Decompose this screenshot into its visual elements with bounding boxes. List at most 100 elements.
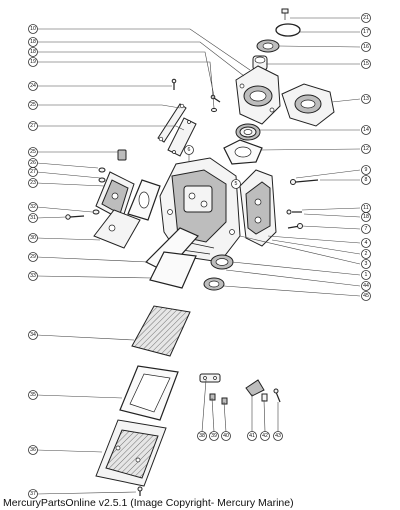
callout-5[interactable]: 5: [231, 179, 241, 189]
callout-9[interactable]: 9: [361, 165, 371, 175]
leader-lines: [36, 17, 361, 495]
svg-text:14: 14: [363, 127, 369, 133]
callout-16[interactable]: 16: [361, 42, 371, 52]
svg-text:12: 12: [363, 146, 369, 152]
callout-32[interactable]: 32: [28, 202, 38, 212]
svg-text:36: 36: [30, 447, 36, 453]
screw-part-24b: [171, 78, 177, 90]
callout-26[interactable]: 26: [28, 158, 38, 168]
callout-33[interactable]: 33: [28, 271, 38, 281]
svg-text:27: 27: [30, 169, 36, 175]
screw-part-7: [287, 223, 303, 229]
plate-frame-part-35: [119, 365, 179, 421]
svg-text:15: 15: [363, 61, 369, 67]
callout-36[interactable]: 36: [28, 445, 38, 455]
svg-text:8: 8: [365, 177, 368, 183]
svg-text:18: 18: [30, 39, 36, 45]
bearing-housing-part: [235, 65, 281, 125]
callout-41[interactable]: 41: [247, 431, 257, 441]
callout-3[interactable]: 3: [361, 259, 371, 269]
svg-text:10: 10: [30, 26, 36, 32]
plate-part-30: [93, 209, 141, 249]
washer-part-26: [98, 167, 106, 183]
svg-text:27: 27: [30, 123, 36, 129]
callout-45[interactable]: 45: [361, 291, 371, 301]
screw-part-11: [286, 209, 302, 215]
svg-text:21: 21: [363, 15, 369, 21]
svg-text:3: 3: [365, 261, 368, 267]
callout-37[interactable]: 37: [28, 489, 38, 499]
callout-42[interactable]: 42: [260, 431, 270, 441]
callout-40[interactable]: 40: [221, 431, 231, 441]
cover-plate-part-27: [167, 117, 197, 157]
callout-44[interactable]: 44: [361, 281, 371, 291]
callout-39[interactable]: 39: [209, 431, 219, 441]
callout-27b[interactable]: 27: [28, 167, 38, 177]
screw-part-9: [290, 179, 319, 185]
callout-7[interactable]: 7: [361, 224, 371, 234]
screw-part-21: [281, 8, 289, 20]
callout-10[interactable]: 10: [28, 24, 38, 34]
bracket-part-38: [199, 373, 221, 383]
svg-text:25: 25: [30, 149, 36, 155]
svg-text:41: 41: [249, 433, 255, 439]
pump-housing-part-13: [281, 83, 335, 127]
diaphragm-cover-part: [95, 171, 135, 221]
svg-text:33: 33: [30, 273, 36, 279]
svg-text:13: 13: [363, 96, 369, 102]
callout-27[interactable]: 27: [28, 121, 38, 131]
washer-part-32: [92, 209, 100, 215]
svg-text:24: 24: [30, 83, 36, 89]
svg-text:26: 26: [30, 160, 36, 166]
washer-part-19: [211, 107, 217, 113]
callout-18b[interactable]: 18: [28, 47, 38, 57]
svg-text:30: 30: [30, 235, 36, 241]
callout-25[interactable]: 25: [28, 100, 38, 110]
callout-11[interactable]: 11: [361, 203, 371, 213]
callout-25b[interactable]: 25: [28, 147, 38, 157]
callout-21[interactable]: 21: [361, 13, 371, 23]
svg-text:16: 16: [363, 44, 369, 50]
tray-part-36: [95, 419, 167, 487]
callout-17[interactable]: 17: [361, 27, 371, 37]
callout-13[interactable]: 13: [361, 94, 371, 104]
callout-35[interactable]: 35: [28, 390, 38, 400]
callout-29[interactable]: 29: [28, 252, 38, 262]
svg-text:38: 38: [199, 433, 205, 439]
valve-part-41: [245, 379, 265, 397]
screw-part-31: [65, 214, 85, 220]
screw-part-18: [210, 94, 221, 103]
callout-15[interactable]: 15: [361, 59, 371, 69]
svg-text:43: 43: [275, 433, 281, 439]
bearing-part-45: [203, 277, 225, 291]
svg-text:34: 34: [30, 332, 36, 338]
callout-4[interactable]: 4: [361, 238, 371, 248]
callout-34[interactable]: 34: [28, 330, 38, 340]
callout-1[interactable]: 1: [361, 270, 371, 280]
callout-23[interactable]: 23: [28, 178, 38, 188]
callout-30[interactable]: 30: [28, 233, 38, 243]
gasket-part-33: [149, 251, 197, 289]
callout-19[interactable]: 19: [28, 57, 38, 67]
callout-38[interactable]: 38: [197, 431, 207, 441]
callout-2[interactable]: 2: [361, 249, 371, 259]
callout-18r[interactable]: 18: [361, 212, 371, 222]
callout-43[interactable]: 43: [273, 431, 283, 441]
pin-part-42: [261, 393, 268, 402]
svg-text:1: 1: [365, 272, 368, 278]
bracket-part-24: [157, 103, 187, 143]
callout-8[interactable]: 8: [361, 175, 371, 185]
screw-part-43: [273, 388, 281, 403]
callout-18[interactable]: 18: [28, 37, 38, 47]
clip-part-39: [209, 393, 228, 405]
callout-31[interactable]: 31: [28, 213, 38, 223]
side-body-part: [239, 169, 277, 247]
bearing-part-14: [235, 123, 261, 141]
callout-12[interactable]: 12: [361, 144, 371, 154]
callout-14[interactable]: 14: [361, 125, 371, 135]
o-ring-part-17: [275, 23, 301, 37]
callout-6[interactable]: 6: [184, 145, 194, 155]
callout-24[interactable]: 24: [28, 81, 38, 91]
seal-part-16: [256, 39, 280, 53]
